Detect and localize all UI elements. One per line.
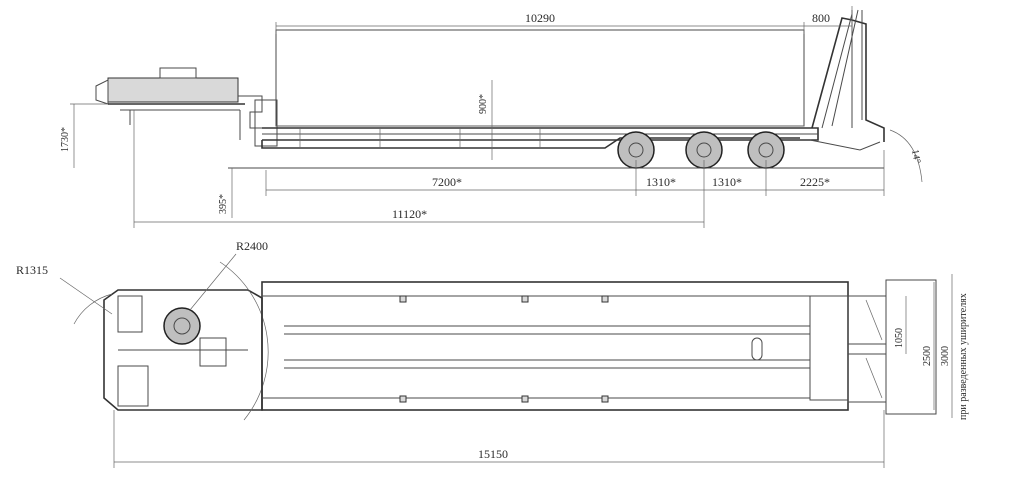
deck-top: [261, 281, 849, 411]
side-view: 10290 800 900* 1730* 395* 7200* 1310*: [60, 6, 923, 228]
dim-deck-height: 900*: [478, 94, 489, 114]
dim-overall-width: 3000: [940, 346, 951, 366]
width-note: при разведенных уширителях: [958, 293, 969, 420]
ramps-top: [809, 279, 937, 415]
wheel-set: [617, 131, 785, 169]
front-coupling: [73, 261, 269, 421]
dim-swing-radius: R2400: [236, 239, 268, 253]
dim-rear-overhang: 2225*: [800, 175, 830, 189]
dim-deck-width: 2500: [922, 346, 933, 366]
gooseneck: [95, 67, 278, 147]
top-view: R1315 R2400 1050 2500 3000 при разведенн…: [16, 239, 969, 468]
dim-deck-to-axle: 7200*: [432, 175, 462, 189]
dim-ramp-width: 1050: [894, 328, 905, 348]
dim-deck-length: 10290: [525, 11, 555, 25]
cargo-envelope: [275, 29, 805, 127]
dim-kingpin-to-axle: 11120*: [392, 207, 427, 221]
dim-ramp-length: 800: [812, 11, 830, 25]
spare-wheel: [163, 307, 201, 345]
dim-axle-spacing-2: 1310*: [712, 175, 742, 189]
deck-frame: [261, 127, 819, 149]
dim-overall-height: 1730*: [60, 127, 71, 152]
dim-ramp-angle: 14°: [909, 149, 922, 165]
rear-ramps: [809, 9, 885, 151]
side-dimensions: 10290 800 900* 1730* 395* 7200* 1310*: [60, 6, 923, 228]
dim-overall-length: 15150: [478, 447, 508, 461]
top-dimensions: R1315 R2400 1050 2500 3000 при разведенн…: [16, 239, 969, 468]
dim-axle-spacing-1: 1310*: [646, 175, 676, 189]
dim-ground-clearance: 395*: [218, 194, 229, 214]
dim-front-radius: R1315: [16, 263, 48, 277]
